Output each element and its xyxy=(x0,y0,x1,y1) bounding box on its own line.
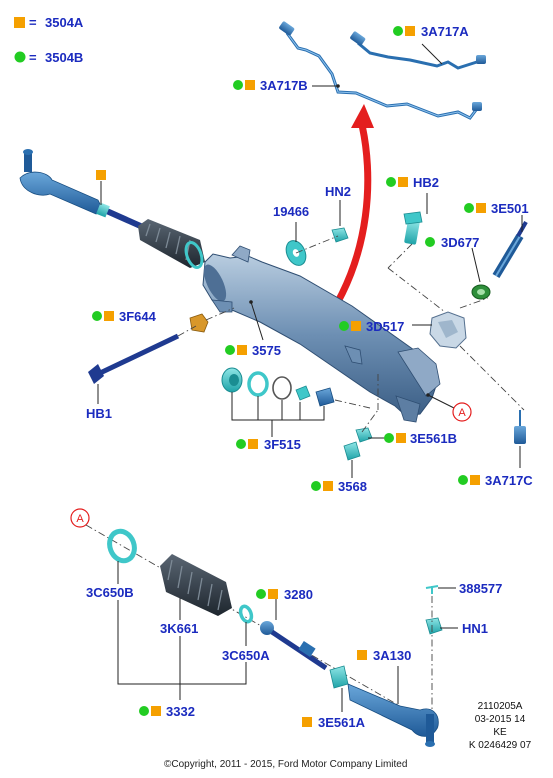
svg-text:3A717B: 3A717B xyxy=(260,78,308,93)
svg-text:388577: 388577 xyxy=(459,581,502,596)
callout-a-upper xyxy=(452,402,472,422)
label-3a717c: 3A717C xyxy=(458,473,533,488)
label-3k661: 3K661 xyxy=(160,621,198,636)
tie-rod-end-3a130 xyxy=(347,683,439,747)
legend-equals-2: = xyxy=(29,50,37,65)
svg-text:3A717A: 3A717A xyxy=(421,24,469,39)
part-labels: 3A717A 3A717B HN2 19466 HB2 3E501 3D677 … xyxy=(86,24,533,730)
label-3575: 3575 xyxy=(225,343,281,358)
svg-text:3E561B: 3E561B xyxy=(410,431,457,446)
svg-text:3F644: 3F644 xyxy=(119,309,157,324)
connector-3a717c xyxy=(514,410,526,444)
label-hn1: HN1 xyxy=(462,621,488,636)
label-3e561b: 3E561B xyxy=(384,431,457,446)
svg-text:19466: 19466 xyxy=(273,204,309,219)
callout-a-lower-letter: A xyxy=(76,513,84,525)
label-3280: 3280 xyxy=(256,587,313,602)
svg-text:3A130: 3A130 xyxy=(373,648,411,663)
label-3f644: 3F644 xyxy=(92,309,157,324)
reference-line-1: 2110205A xyxy=(478,701,523,712)
copyright-notice: ©Copyright, 2011 - 2015, Ford Motor Comp… xyxy=(164,759,407,770)
steering-rack-housing xyxy=(202,245,441,423)
legend: = 3504A = 3504B xyxy=(14,15,84,65)
label-3f515: 3F515 xyxy=(236,437,301,452)
svg-text:HN1: HN1 xyxy=(462,621,488,636)
bolt-hb1 xyxy=(88,333,180,384)
label-388577: 388577 xyxy=(459,581,502,596)
label-hb2: HB2 xyxy=(386,175,439,190)
label-3c650a: 3C650A xyxy=(222,648,270,663)
svg-text:HN2: HN2 xyxy=(325,184,351,199)
label-hb1: HB1 xyxy=(86,406,112,421)
svg-text:3D517: 3D517 xyxy=(366,319,404,334)
label-3a130: 3A130 xyxy=(357,648,411,663)
inner-tie-rod-3280 xyxy=(260,621,328,671)
small-parts: A xyxy=(88,193,528,478)
label-3a717a: 3A717A xyxy=(393,24,469,39)
upper-tie-rod xyxy=(19,149,205,269)
svg-text:3575: 3575 xyxy=(252,343,281,358)
label-3d677: 3D677 xyxy=(425,235,479,250)
reference-line-3: KE xyxy=(493,727,507,738)
svg-text:3280: 3280 xyxy=(284,587,313,602)
label-hn2: HN2 xyxy=(325,184,351,199)
sensor-cables xyxy=(279,21,486,120)
svg-text:3F515: 3F515 xyxy=(264,437,301,452)
callout-a-upper-letter: A xyxy=(458,407,466,419)
bolt-hb2 xyxy=(403,211,423,245)
label-19466: 19466 xyxy=(273,204,309,219)
svg-text:3C650B: 3C650B xyxy=(86,585,134,600)
legend-square-marker xyxy=(14,17,25,28)
svg-text:HB1: HB1 xyxy=(86,406,112,421)
svg-text:3E501: 3E501 xyxy=(491,201,529,216)
seal-kit-3f515 xyxy=(221,367,335,407)
boot-3k661 xyxy=(160,554,232,616)
marker-square xyxy=(96,170,106,180)
svg-text:3D677: 3D677 xyxy=(441,235,479,250)
legend-equals-1: = xyxy=(29,15,37,30)
svg-text:3A717C: 3A717C xyxy=(485,473,533,488)
reference-line-2: 03-2015 14 xyxy=(475,714,526,725)
label-3a717b: 3A717B xyxy=(233,78,308,93)
svg-text:3568: 3568 xyxy=(338,479,367,494)
lower-assembly: A xyxy=(70,508,458,747)
svg-text:3K661: 3K661 xyxy=(160,621,198,636)
legend-circle-code: 3504B xyxy=(45,50,83,65)
legend-circle-marker xyxy=(14,51,26,63)
label-3e501: 3E501 xyxy=(464,201,529,216)
label-3332: 3332 xyxy=(139,704,195,719)
legend-square-code: 3504A xyxy=(45,15,84,30)
label-3568: 3568 xyxy=(311,479,367,494)
callout-a-lower xyxy=(70,508,90,528)
svg-text:HB2: HB2 xyxy=(413,175,439,190)
svg-text:3C650A: 3C650A xyxy=(222,648,270,663)
label-3d517: 3D517 xyxy=(339,319,404,334)
svg-text:3E561A: 3E561A xyxy=(318,715,366,730)
label-3c650b: 3C650B xyxy=(86,585,134,600)
label-3e561a: 3E561A xyxy=(302,715,366,730)
reference-block: 2110205A 03-2015 14 KE K 0246429 07 xyxy=(469,701,532,751)
svg-text:3332: 3332 xyxy=(166,704,195,719)
reference-line-4: K 0246429 07 xyxy=(469,740,532,751)
